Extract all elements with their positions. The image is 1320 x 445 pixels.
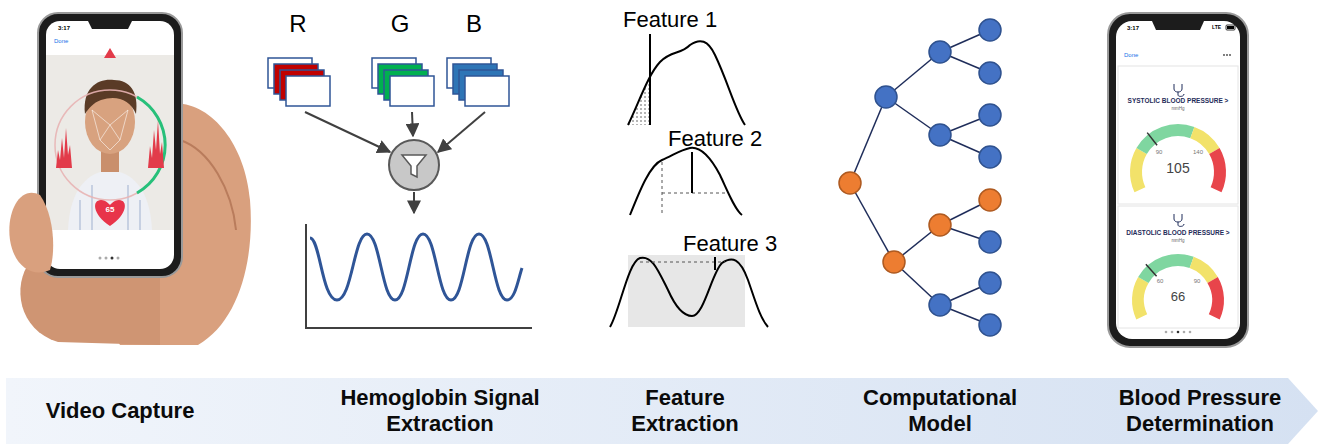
gauge-scale: 60: [1157, 278, 1164, 284]
gauge-arc: [1213, 280, 1218, 317]
gauge-title: DIASTOLIC BLOOD PRESSURE >: [1126, 230, 1229, 237]
channel-label: B: [466, 12, 482, 36]
gauge-arc: [1192, 262, 1213, 280]
gauge-needle: [1147, 133, 1157, 146]
gauge-needle: [1146, 264, 1157, 276]
stage-label: Feature Extraction: [615, 385, 755, 437]
channel-label: R: [289, 12, 306, 36]
gauge-arc: [1136, 151, 1142, 190]
feature-label: Feature 2: [668, 128, 762, 150]
gauge-scale: 90: [1194, 278, 1201, 284]
gauge-arc: [1138, 280, 1143, 317]
rgb-frame-stacks: [268, 58, 509, 106]
feature-label: Feature 1: [623, 9, 717, 31]
process-arrow-band: Video Capture Hemoglobin Signal Extractio…: [0, 376, 1320, 445]
gauge-arc: [1192, 133, 1214, 151]
result-phone: [1108, 13, 1248, 347]
nav-button: Done: [1124, 52, 1138, 58]
gauge-scale: 90: [1156, 149, 1163, 155]
gauge-title: SYSTOLIC BLOOD PRESSURE >: [1128, 98, 1229, 105]
stage-label: Computational Model: [850, 385, 1030, 437]
filter-arrows: [305, 112, 485, 213]
gauge-arc: [1143, 260, 1191, 280]
gauge-value: 66: [1171, 290, 1185, 303]
status-time: 3:17: [1127, 25, 1139, 31]
gauge-arc: [1214, 151, 1220, 190]
gauge-value: 105: [1166, 161, 1189, 175]
nav-button: Done: [54, 38, 68, 44]
feature-label: Feature 3: [683, 233, 777, 255]
channel-label: G: [391, 12, 410, 36]
signal-plot: [306, 224, 532, 328]
filter-symbol: [389, 140, 439, 190]
heart-rate-value: 65: [106, 206, 115, 214]
gauge-scale: 140: [1193, 149, 1203, 155]
stage-label: Video Capture: [5, 398, 235, 424]
unit-label: mmHg: [1171, 107, 1184, 112]
stage-label: Hemoglobin Signal Extraction: [340, 385, 540, 437]
decision-tree: [839, 19, 1001, 336]
network-label: LTE: [1212, 25, 1221, 30]
gauge-arc: [1142, 130, 1193, 151]
feature-curves: [610, 34, 768, 327]
stage-label: Blood Pressure Determination: [1115, 385, 1285, 437]
unit-label: mmHg: [1171, 239, 1184, 244]
hand-with-phone: [9, 13, 251, 345]
status-time: 3:17: [58, 25, 70, 31]
